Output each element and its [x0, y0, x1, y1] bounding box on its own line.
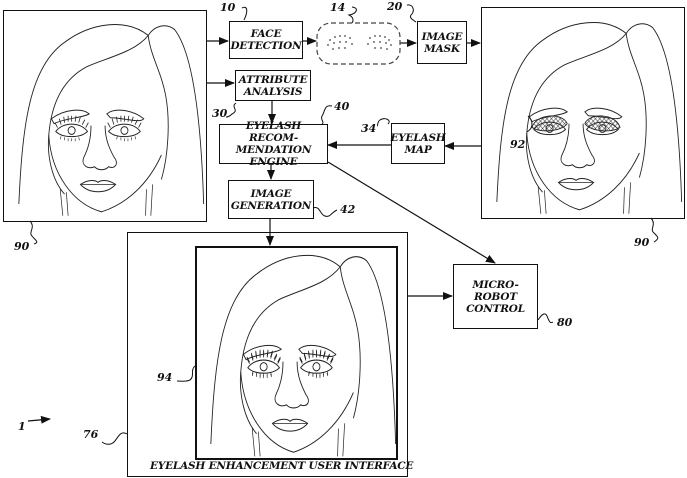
eyelash-mask-left	[531, 115, 568, 132]
user-interface-frame	[127, 232, 408, 477]
reference-leaders	[29, 4, 659, 445]
face-detection-label: FACE DETECTION	[230, 28, 302, 52]
eye-region-block	[316, 22, 401, 65]
attribute-analysis-label: ATTRIBUTE ANALYSIS	[238, 73, 308, 98]
enhanced-image-frame	[195, 246, 398, 460]
recommendation-engine-block: EYELASH RECOM- MENDATION ENGINE	[219, 120, 328, 168]
image-generation-block: IMAGE GENERATION	[228, 180, 314, 219]
ref-eye-region: 14	[330, 1, 346, 14]
face-detection-block: FACE DETECTION	[229, 21, 303, 59]
eyelash-mask-right	[584, 115, 621, 132]
ref-recommendation-engine: 40	[334, 100, 350, 113]
image-generation-label: IMAGE GENERATION	[230, 187, 312, 212]
ref-face-detection: 10	[220, 1, 236, 14]
attribute-analysis-block: ATTRIBUTE ANALYSIS	[235, 70, 311, 101]
ref-eyelash-map: 34	[361, 122, 377, 135]
ref-eyelash-mask: 92	[510, 138, 526, 151]
ref-image-mask: 20	[387, 0, 403, 13]
micro-robot-control-label: MICRO- ROBOT CONTROL	[466, 278, 525, 315]
masked-face-drawing	[496, 22, 683, 215]
image-mask-block: IMAGE MASK	[417, 21, 467, 64]
ref-masked-image: 90	[634, 236, 650, 249]
input-image-frame	[3, 10, 207, 222]
user-interface-caption: EYELASH ENHANCEMENT USER INTERFACE	[150, 460, 414, 472]
ref-micro-robot-control: 80	[557, 316, 573, 329]
ref-enhanced-image: 94	[157, 371, 173, 384]
masked-image-frame	[481, 7, 685, 219]
ref-input-image: 90	[14, 240, 30, 253]
recommendation-engine-label: EYELASH RECOM- MENDATION ENGINE	[235, 120, 312, 168]
arrow-engine-to-micro-robot	[327, 161, 496, 264]
ref-user-interface: 76	[83, 428, 99, 441]
figure-ref-number: 1	[18, 420, 26, 433]
micro-robot-control-block: MICRO- ROBOT CONTROL	[453, 264, 538, 329]
ref-attribute-analysis: 30	[212, 107, 228, 120]
figure-ref-arrow	[27, 415, 51, 424]
eyelash-map-block: EYELASH MAP	[390, 123, 446, 164]
image-mask-label: IMAGE MASK	[421, 30, 463, 55]
connectors	[27, 37, 496, 424]
eyelash-map-label: EYELASH MAP	[390, 131, 446, 156]
ref-image-generation: 42	[340, 203, 356, 216]
